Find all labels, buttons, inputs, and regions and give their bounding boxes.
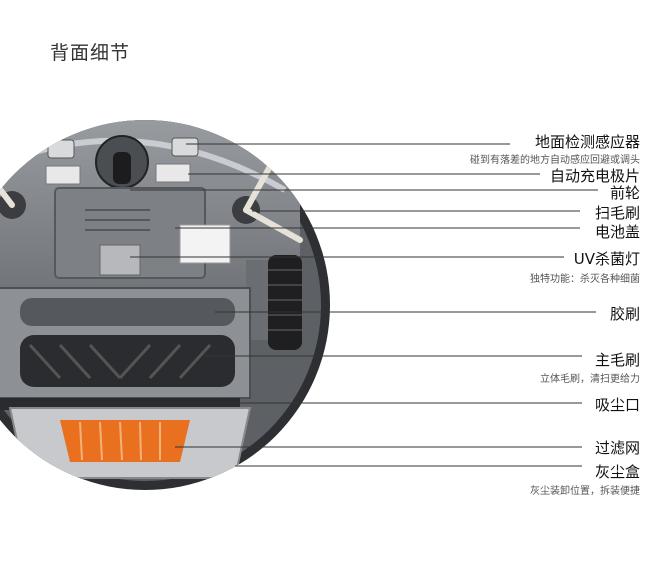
callout-suction-inlet: 吸尘口 xyxy=(594,396,640,414)
callout-front-wheel: 前轮 xyxy=(609,184,640,202)
callout-uv-lamp: UV杀菌灯 xyxy=(573,250,640,268)
callout-filter: 过滤网 xyxy=(594,439,640,457)
cliff-sensor-right xyxy=(171,137,199,157)
callout-charging: 自动充电极片 xyxy=(549,167,640,185)
uv-lamp xyxy=(99,244,141,276)
callout-rubber-brush: 胶刷 xyxy=(609,305,640,323)
charging-contact-right xyxy=(155,163,191,183)
filter xyxy=(60,420,190,462)
callout-dust-bin: 灰尘盒 xyxy=(594,463,640,481)
cliff-sensor-left xyxy=(47,139,75,159)
charging-contact-left xyxy=(45,165,81,185)
callout-dust-bin-sub: 灰尘装卸位置，拆装便捷 xyxy=(530,486,640,497)
callout-side-brush: 扫毛刷 xyxy=(594,204,640,222)
callout-uv-lamp-sub: 独特功能：杀灭各种细菌 xyxy=(530,274,640,285)
callout-battery-cover: 电池盖 xyxy=(594,223,640,241)
page-title: 背面细节 xyxy=(50,42,131,64)
drive-wheel-right xyxy=(268,255,302,350)
callout-cliff-sensor-sub: 碰到有落差的地方自动感应回避或调头 xyxy=(470,155,640,166)
front-wheel xyxy=(113,152,131,184)
main-brush xyxy=(20,335,235,387)
rubber-brush xyxy=(20,298,235,326)
leader-lines xyxy=(130,143,598,467)
callout-main-brush: 主毛刷 xyxy=(594,351,640,369)
callout-cliff-sensor: 地面检测感应器 xyxy=(534,133,640,151)
callout-main-brush-sub: 立体毛刷，清扫更给力 xyxy=(540,374,640,385)
